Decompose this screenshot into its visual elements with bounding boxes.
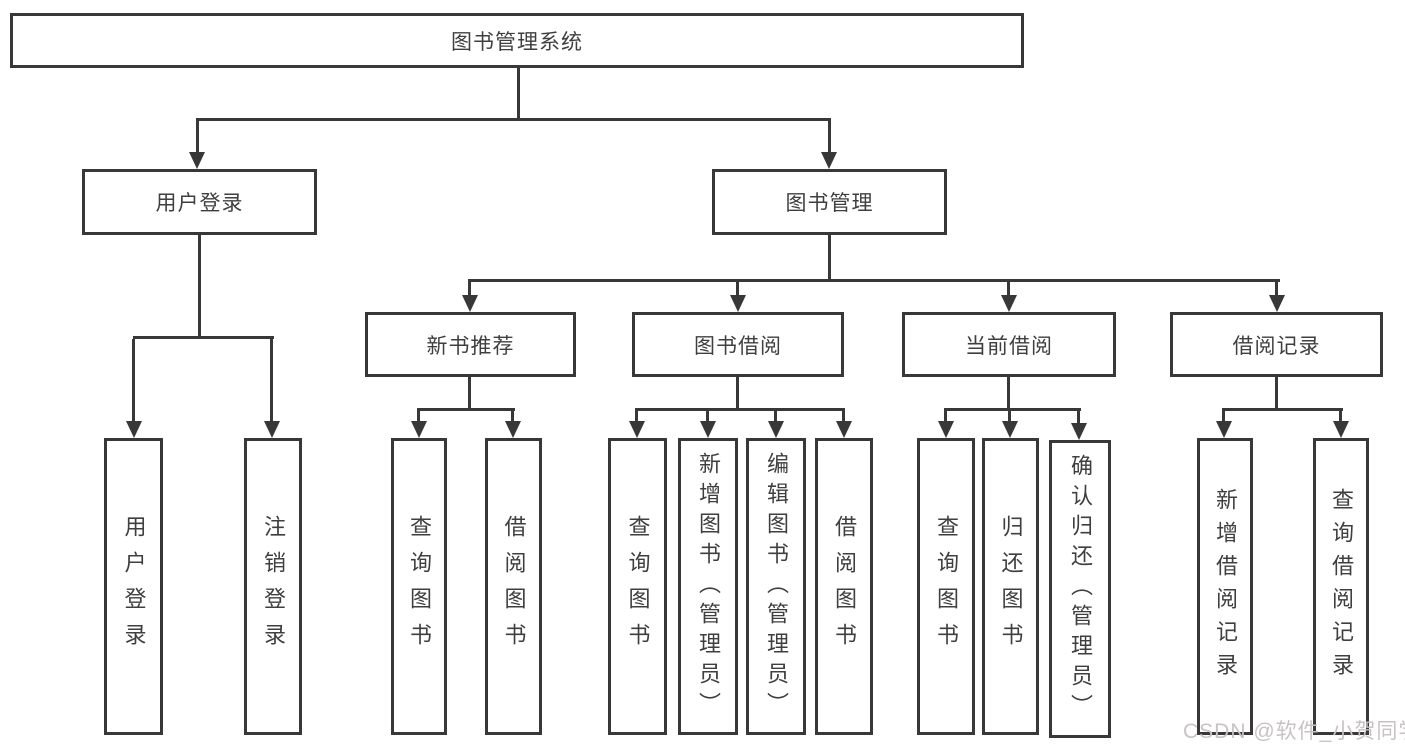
leaf-confirm-return-admin-label: 确认归还（管理员） bbox=[1068, 454, 1093, 724]
arrowhead-down-icon bbox=[126, 421, 142, 438]
leaf-query-books-2-label: 查询图书 bbox=[625, 514, 651, 659]
leaf-add-books-admin-label: 新增图书（管理员） bbox=[696, 451, 721, 722]
node-book-management: 图书管理 bbox=[712, 169, 947, 235]
node-root: 图书管理系统 bbox=[10, 13, 1024, 68]
node-book-borrow: 图书借阅 bbox=[632, 312, 844, 377]
arrowhead-down-icon bbox=[462, 295, 478, 312]
arrowhead-down-icon bbox=[1071, 423, 1087, 440]
arrowhead-down-icon bbox=[189, 152, 205, 169]
leaf-query-books-1: 查询图书 bbox=[391, 438, 447, 735]
edge bbox=[1275, 377, 1278, 411]
arrowhead-down-icon bbox=[836, 421, 852, 438]
node-borrow-records: 借阅记录 bbox=[1170, 312, 1383, 377]
edge bbox=[1222, 411, 1225, 421]
arrowhead-down-icon bbox=[1002, 421, 1018, 438]
leaf-add-borrow-record-label: 新增借阅记录 bbox=[1213, 487, 1238, 686]
leaf-add-borrow-record: 新增借阅记录 bbox=[1197, 438, 1253, 735]
edge bbox=[736, 377, 739, 411]
arrowhead-down-icon bbox=[1216, 421, 1232, 438]
leaf-query-books-3-label: 查询图书 bbox=[934, 514, 959, 659]
node-new-book-recommend-label: 新书推荐 bbox=[426, 334, 515, 358]
leaf-query-borrow-record: 查询借阅记录 bbox=[1313, 438, 1369, 735]
leaf-return-books-label: 归还图书 bbox=[998, 514, 1024, 659]
leaf-borrow-books-1-label: 借阅图书 bbox=[501, 514, 527, 659]
node-borrow-records-label: 借阅记录 bbox=[1232, 334, 1321, 358]
node-root-label: 图书管理系统 bbox=[451, 30, 583, 54]
arrowhead-down-icon bbox=[629, 421, 645, 438]
arrowhead-down-icon bbox=[730, 295, 746, 312]
edge bbox=[635, 408, 845, 411]
edge bbox=[468, 377, 471, 411]
node-current-borrow: 当前借阅 bbox=[902, 312, 1116, 377]
node-book-borrow-label: 图书借阅 bbox=[694, 334, 782, 358]
arrowhead-down-icon bbox=[411, 421, 427, 438]
edge bbox=[774, 411, 777, 421]
edge bbox=[635, 411, 638, 421]
leaf-logout: 注销登录 bbox=[244, 438, 302, 735]
edge bbox=[468, 279, 1280, 282]
edge bbox=[198, 235, 201, 336]
edge bbox=[468, 282, 471, 295]
leaf-query-books-3: 查询图书 bbox=[917, 438, 975, 735]
leaf-return-books: 归还图书 bbox=[982, 438, 1039, 735]
edge bbox=[706, 411, 709, 421]
arrowhead-down-icon bbox=[1001, 295, 1017, 312]
leaf-borrow-books-2-label: 借阅图书 bbox=[832, 514, 857, 659]
leaf-logout-label: 注销登录 bbox=[261, 514, 286, 659]
arrowhead-down-icon bbox=[938, 421, 954, 438]
leaf-query-borrow-record-label: 查询借阅记录 bbox=[1329, 487, 1354, 686]
arrowhead-down-icon bbox=[505, 421, 521, 438]
edge bbox=[511, 411, 514, 421]
edge bbox=[1007, 282, 1010, 295]
leaf-add-books-admin: 新增图书（管理员） bbox=[678, 438, 738, 735]
edge bbox=[517, 68, 520, 121]
edge bbox=[1275, 282, 1278, 295]
node-current-borrow-label: 当前借阅 bbox=[965, 334, 1053, 358]
edge bbox=[1339, 411, 1342, 421]
edge bbox=[196, 121, 199, 155]
edge bbox=[1007, 377, 1010, 411]
arrowhead-down-icon bbox=[821, 152, 837, 169]
edge bbox=[133, 336, 274, 339]
edge bbox=[828, 235, 831, 282]
csdn-watermark: CSDN @软件_小贺同学 bbox=[1183, 720, 1405, 743]
leaf-edit-books-admin: 编辑图书（管理员） bbox=[746, 438, 806, 735]
node-user-login: 用户登录 bbox=[82, 169, 317, 235]
edge bbox=[828, 121, 831, 155]
leaf-borrow-books-2: 借阅图书 bbox=[815, 438, 873, 735]
node-book-management-label: 图书管理 bbox=[785, 192, 874, 215]
edge bbox=[132, 339, 135, 423]
edge bbox=[417, 408, 515, 411]
leaf-query-books-1-label: 查询图书 bbox=[407, 514, 432, 659]
arrowhead-down-icon bbox=[768, 421, 784, 438]
edge bbox=[270, 339, 273, 423]
edge bbox=[1077, 411, 1080, 423]
leaf-edit-books-admin-label: 编辑图书（管理员） bbox=[764, 451, 789, 722]
arrowhead-down-icon bbox=[264, 421, 280, 438]
leaf-user-login: 用户登录 bbox=[104, 438, 163, 735]
edge bbox=[417, 411, 420, 421]
edge bbox=[1008, 411, 1011, 421]
arrowhead-down-icon bbox=[1333, 421, 1349, 438]
arrowhead-down-icon bbox=[1269, 295, 1285, 312]
leaf-borrow-books-1: 借阅图书 bbox=[485, 438, 542, 735]
edge bbox=[1222, 408, 1343, 411]
leaf-user-login-label: 用户登录 bbox=[121, 514, 147, 659]
edge bbox=[944, 408, 1081, 411]
edge bbox=[842, 411, 845, 421]
arrowhead-down-icon bbox=[700, 421, 716, 438]
node-new-book-recommend: 新书推荐 bbox=[365, 312, 576, 377]
edge bbox=[736, 282, 739, 295]
leaf-confirm-return-admin: 确认归还（管理员） bbox=[1049, 440, 1111, 738]
edge bbox=[944, 411, 947, 421]
leaf-query-books-2: 查询图书 bbox=[608, 438, 667, 735]
node-user-login-label: 用户登录 bbox=[155, 192, 244, 215]
edge bbox=[196, 118, 831, 121]
